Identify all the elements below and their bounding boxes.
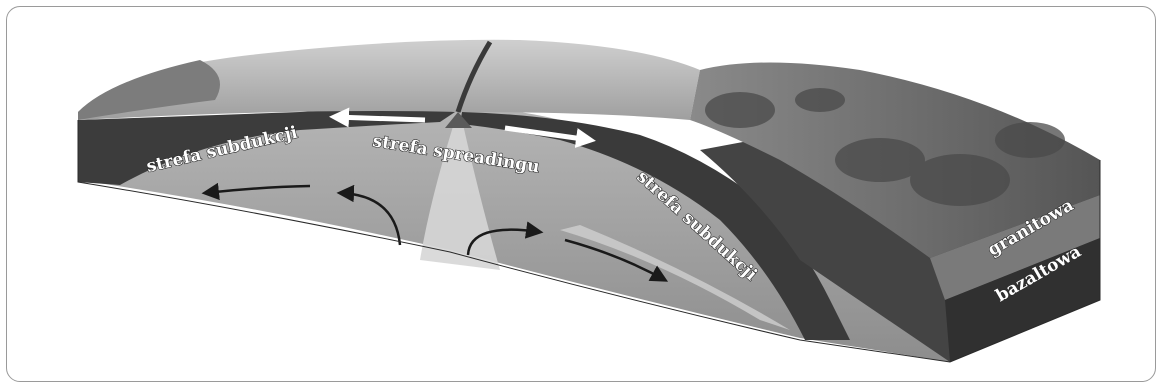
plate-motion-arrow-left	[335, 117, 425, 120]
